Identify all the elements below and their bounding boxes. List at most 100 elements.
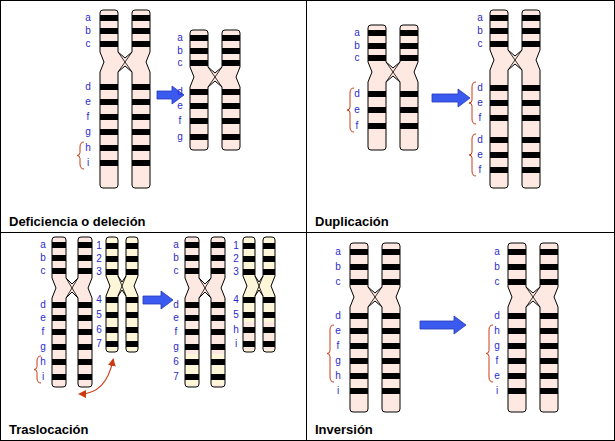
chromosome-band [508,373,526,379]
chromosome-outline [52,237,92,387]
chromosome-band [382,249,400,255]
chromosome-band [508,249,526,255]
chromosome-band [508,328,526,334]
chromosome-band [78,302,92,308]
bracket [469,134,476,176]
exchange-arrow [80,360,113,394]
gene-label: b [174,45,186,57]
chromosome-band [100,114,118,120]
chromosome-band [126,312,138,318]
chromosome-band [222,35,240,41]
chromosome-body [490,10,540,188]
chromosome-band [78,268,92,274]
centromere-line [66,278,78,298]
chromosome-band [508,358,526,364]
chromosome-band [106,256,118,262]
block-arrow [143,291,173,309]
gene-label: e [82,96,94,108]
chromosome-band [350,249,368,255]
gene-label: 1 [93,240,105,252]
centromere-line [255,276,263,296]
chromosome-band [132,15,150,21]
chromosome-band [540,249,558,255]
chromosome-band [78,255,92,261]
chromosome-band [100,145,118,151]
gene-label: f [474,164,486,176]
gene-label: a [82,12,94,24]
gene-label: f [82,111,94,123]
chromosome-band [368,55,386,61]
chromosome-band [350,264,368,270]
gene-label: b [332,261,344,273]
chromosome-outline [100,10,150,188]
gene-label: g [170,341,182,353]
gene-label: a [474,12,486,24]
chromosome-band [243,297,255,303]
chromosome-body [185,237,225,387]
chromosome-band [52,315,66,321]
chromosome-body [368,25,418,150]
chromosome-band [222,48,240,54]
chromosome-band [190,134,208,140]
chromosome-band [490,28,508,34]
chromosome-band [263,341,275,347]
chromosome-body [508,243,558,412]
chromosome-band [185,344,199,350]
gene-label: e [474,149,486,161]
chromosome-band [78,329,92,335]
chromosome-body [106,237,138,352]
chromosome-band [522,115,540,121]
gene-label: 2 [93,253,105,265]
bracket [469,82,476,124]
gene-label: h [491,325,503,337]
chromosome-body [243,237,275,352]
chromosome-band [263,243,275,249]
chromosome-band [540,388,558,394]
chromosome-band [382,328,400,334]
gene-label: a [170,239,182,251]
chromosome-band [243,256,255,262]
panel-box: Duplicación [306,0,615,233]
chromosome-band [508,313,526,319]
chromosome-band [185,359,199,365]
chromosome-band [350,328,368,334]
chromosome-band [382,279,400,285]
chromosome-band [368,30,386,36]
chromosome-band [132,99,150,105]
chromosome-band [190,103,208,109]
centromere-line [386,62,400,82]
gene-label: 6 [170,356,182,368]
chromosome-band [211,302,225,308]
chromosome-band [132,160,150,166]
gene-label: f [474,112,486,124]
chromosome-band [78,359,92,365]
bracket [486,325,493,382]
chromosome-band [263,312,275,318]
chromosome-band [522,85,540,91]
block-arrow [432,89,470,107]
gene-label: e [37,312,49,324]
chromosome-body [100,10,150,188]
chromosome-band [243,327,255,333]
gene-label: d [37,299,49,311]
chromosome-band [211,255,225,261]
chromosome-band [100,84,118,90]
chromosome-band [522,152,540,158]
chromosome-band [185,255,199,261]
chromosome-band [211,268,225,274]
chromosome-band [100,129,118,135]
gene-label: c [82,38,94,50]
chromosome-band [211,374,225,380]
chromosome-band [522,28,540,34]
chromosome-band [126,243,138,249]
chromosome-band [106,269,118,275]
block-arrow [420,316,466,334]
chromosome-band [368,43,386,49]
centromere-line [508,50,522,70]
chromosome-band [540,264,558,270]
chromosome-band [126,341,138,347]
gene-label: 3 [93,266,105,278]
chromosome-band [106,341,118,347]
gene-label: a [351,27,363,39]
chromosome-band [243,341,255,347]
